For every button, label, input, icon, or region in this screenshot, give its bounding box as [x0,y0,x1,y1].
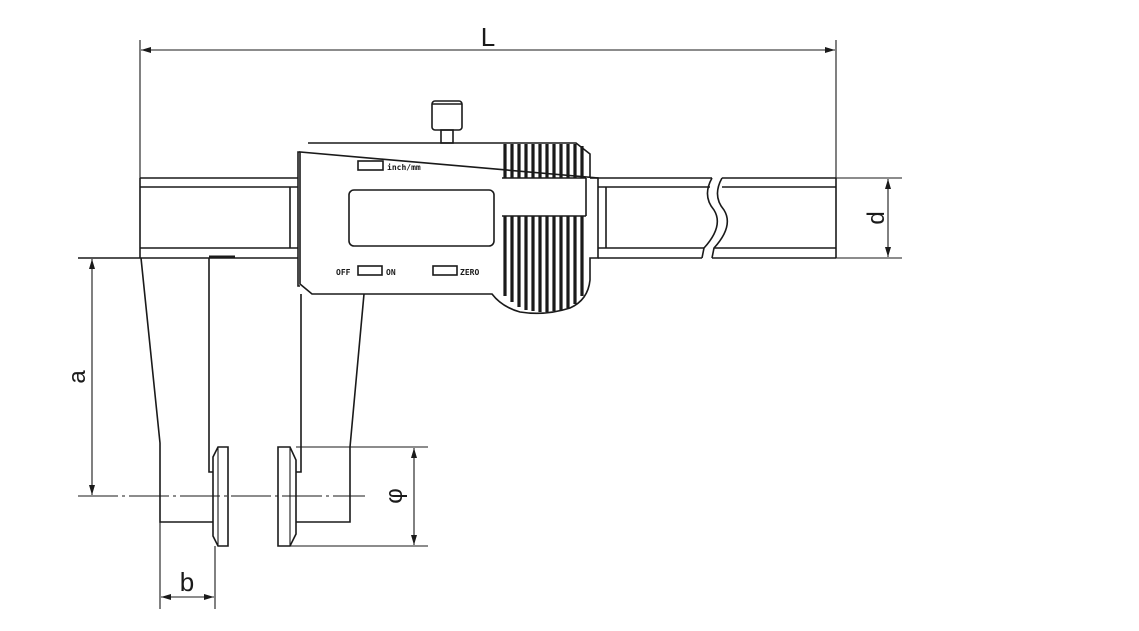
zero-button[interactable] [432,265,458,276]
lcd-display [348,189,495,247]
zero-label: ZERO [460,268,479,277]
power-off-label: OFF [336,268,351,277]
thumb-screw [431,100,463,144]
unit-switch-label: inch/mm [387,162,421,172]
depth-label: d [863,211,890,224]
display-head: inch/mm OFF ON ZERO [297,142,599,315]
power-button[interactable] [357,265,383,276]
depth-dimension: d [836,177,902,259]
disc-diameter-dimension: φ [290,446,428,547]
jaw-depth-dimension: a [64,259,95,495]
unit-switch-button[interactable] [357,160,384,171]
jaw-width-dimension: b [159,522,216,609]
sliding-jaw [277,293,365,547]
length-dimension: L [139,22,837,178]
jaw-width-label: b [180,567,194,597]
beam [78,177,837,259]
disc-diameter-label: φ [381,488,408,504]
length-label: L [481,22,495,52]
knurl-grip [502,144,587,312]
fixed-jaw [140,255,235,547]
power-on-label: ON [386,268,396,277]
jaw-depth-label: a [64,370,91,384]
